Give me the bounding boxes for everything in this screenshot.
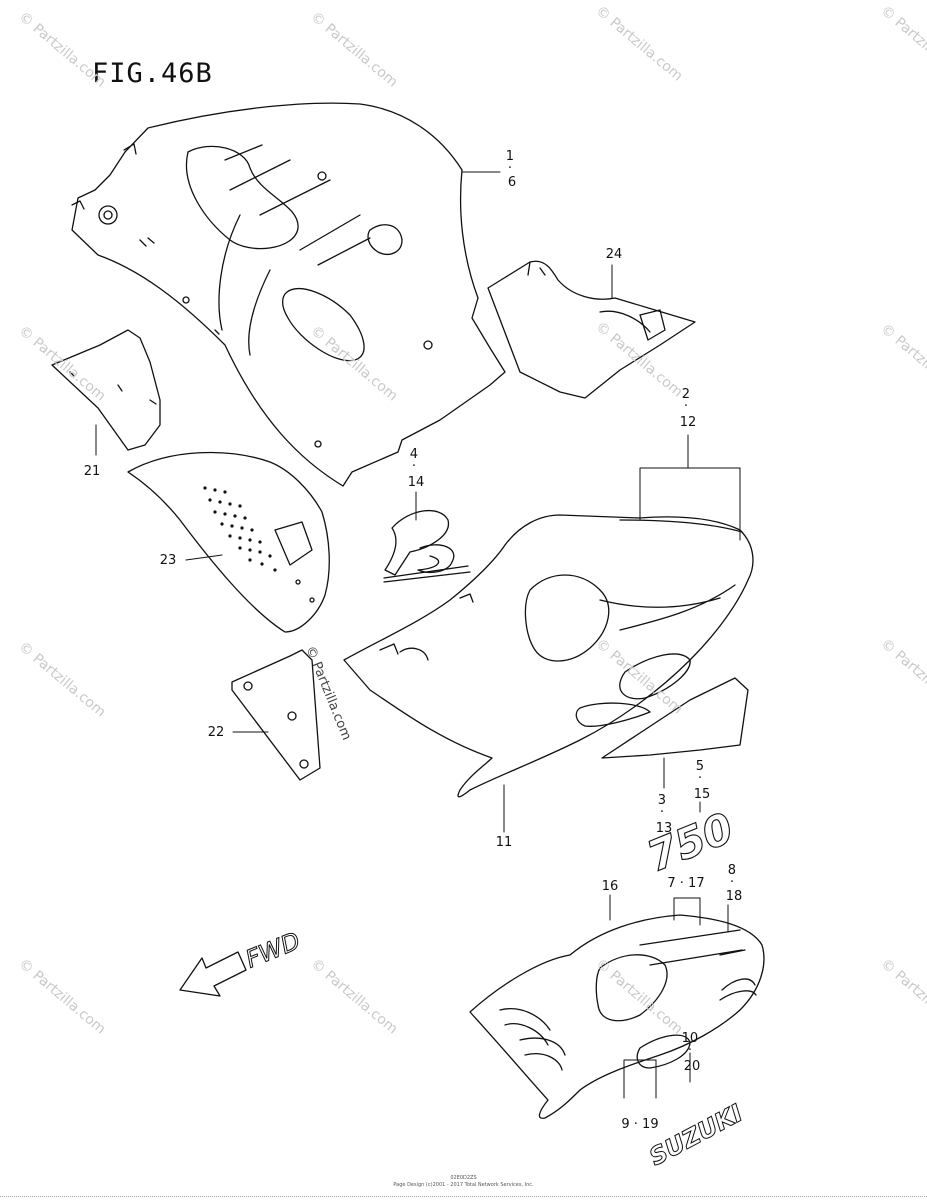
lower-cowling-part-11 xyxy=(343,514,754,798)
gsxr-decal-part-4-14 xyxy=(383,509,471,583)
lower-side-panel-part-3-13 xyxy=(601,677,749,759)
callout-21: 21 xyxy=(84,464,101,479)
watermark: © Partzilla.com xyxy=(307,956,400,1038)
forward-direction-arrow xyxy=(179,951,247,997)
decal-suzuki: SUZUKI xyxy=(644,1099,748,1172)
footer-divider xyxy=(0,1196,927,1198)
watermark: © Partzilla.com xyxy=(15,956,108,1038)
decal-suzuki-text: SUZUKI xyxy=(645,1099,748,1171)
fwd-label-text: FWD xyxy=(242,927,304,974)
callout-7-17: 7 · 17 xyxy=(667,876,704,891)
callout-10-20: 10 · 20 xyxy=(682,1031,703,1074)
callout-11: 11 xyxy=(496,835,513,850)
callout-labels: 1 · 6 24 2 · 12 4 · 14 21 23 22 11 3 · 1 xyxy=(84,149,743,1132)
perforation-holes xyxy=(203,486,277,572)
callout-leader-lines xyxy=(95,171,741,1099)
callout-22: 22 xyxy=(208,725,225,740)
watermark: © Partzilla.com xyxy=(877,3,927,85)
callout-24: 24 xyxy=(606,247,623,262)
callout-23: 23 xyxy=(160,553,177,568)
watermark: © Partzilla.com xyxy=(877,636,927,718)
watermark: © Partzilla.com xyxy=(877,956,927,1038)
watermark: © Partzilla.com xyxy=(592,956,685,1038)
watermarks: © Partzilla.com © Partzilla.com © Partzi… xyxy=(15,3,927,1038)
watermark: © Partzilla.com xyxy=(592,3,685,85)
callout-5-15: 5 · 15 xyxy=(694,759,711,802)
inner-cover-part-23 xyxy=(127,451,330,633)
callout-4-14: 4 · 14 xyxy=(408,447,425,490)
callout-1-6: 1 · 6 xyxy=(506,149,518,190)
footer-credit: Page Design (c)2001 - 2017 Total Network… xyxy=(393,1182,534,1188)
watermark: © Partzilla.com xyxy=(877,321,927,403)
decal-750-text: 750 xyxy=(640,803,740,881)
watermark: © Partzilla.com xyxy=(307,323,400,405)
callout-3-13: 3 · 13 xyxy=(656,793,673,836)
fwd-label: FWD xyxy=(241,926,304,974)
callout-8-18: 8 · 18 xyxy=(726,863,743,904)
watermark: © Partzilla.com xyxy=(15,639,108,721)
bracket-panel-part-22 xyxy=(231,649,321,781)
watermark: © Partzilla.com xyxy=(307,9,400,91)
figure-title: FIG.46B xyxy=(92,58,213,89)
watermark: © Partzilla.com xyxy=(15,9,108,91)
side-panel-part-21 xyxy=(51,329,161,451)
upper-cowling-part xyxy=(71,102,506,487)
watermark: © Partzilla.com xyxy=(592,319,685,401)
tail-cowling-part-16 xyxy=(469,914,765,1119)
callout-16: 16 xyxy=(602,879,619,894)
footer-code: 02E0D2ZS xyxy=(450,1175,477,1181)
callout-9-19: 9 · 19 xyxy=(621,1117,658,1132)
watermark: © Partzilla.com xyxy=(15,323,108,405)
decal-750: 750 xyxy=(640,802,741,881)
callout-2-12: 2 · 12 xyxy=(680,387,697,430)
tail-decal-part-8-18 xyxy=(719,978,757,1001)
inner-panel-part-24 xyxy=(487,260,696,399)
